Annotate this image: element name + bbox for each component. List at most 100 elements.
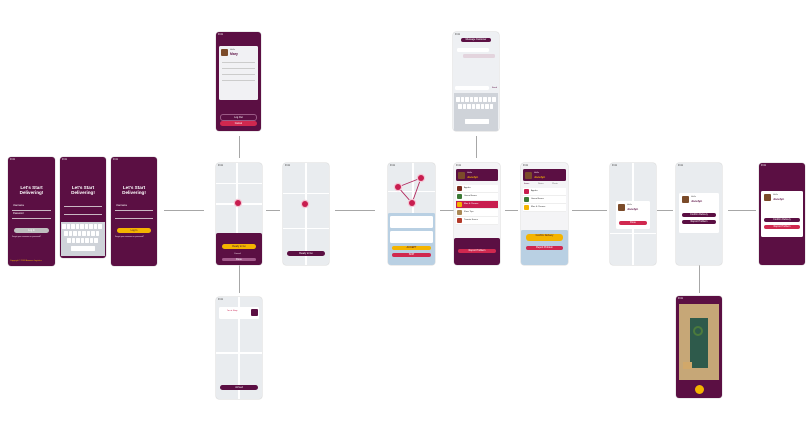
username-field[interactable] xyxy=(64,203,102,207)
list-item[interactable]: Tomato Sauce xyxy=(456,217,498,225)
password-field[interactable] xyxy=(115,215,153,219)
issue-button[interactable]: Report Problem xyxy=(764,225,800,229)
send-button[interactable]: Send xyxy=(491,87,497,89)
key[interactable] xyxy=(485,104,489,109)
key[interactable] xyxy=(480,104,485,109)
key[interactable] xyxy=(86,231,91,236)
key[interactable] xyxy=(82,231,86,236)
stop-card[interactable] xyxy=(390,231,433,243)
key[interactable] xyxy=(75,224,80,229)
key[interactable] xyxy=(73,231,77,236)
list-item[interactable]: Flour Tips xyxy=(456,209,498,217)
username-field[interactable] xyxy=(12,207,51,211)
location-pin-icon[interactable] xyxy=(409,200,415,206)
keyboard[interactable] xyxy=(454,93,498,131)
location-pin-icon[interactable] xyxy=(418,175,424,181)
product-name: Mac & Cheese xyxy=(531,205,546,208)
tab-notes[interactable]: Notes xyxy=(538,183,544,185)
forgot-link[interactable]: Forgot your username or password? xyxy=(12,236,41,238)
key[interactable] xyxy=(462,104,467,109)
key[interactable] xyxy=(93,224,98,229)
key[interactable] xyxy=(91,231,95,236)
cancel-button[interactable]: Cancel xyxy=(220,121,257,126)
key[interactable] xyxy=(80,238,85,243)
key[interactable] xyxy=(94,238,98,243)
location-pin-icon[interactable] xyxy=(235,200,241,206)
location-pin-icon[interactable] xyxy=(302,201,308,207)
password-label: Password xyxy=(13,212,24,215)
key[interactable] xyxy=(456,97,460,102)
login-screen: 9:41 Let's Start Delivering! Username Pa… xyxy=(8,157,55,266)
keyboard[interactable] xyxy=(61,222,105,256)
issue-button[interactable]: Report Problem xyxy=(458,249,496,253)
key[interactable] xyxy=(95,231,100,236)
done-button[interactable]: Done xyxy=(222,258,256,261)
key[interactable] xyxy=(71,238,76,243)
start-route-button[interactable]: Ready to Go xyxy=(287,251,325,256)
ready-button[interactable]: Ready to Go xyxy=(222,244,256,249)
key[interactable] xyxy=(458,104,462,109)
confirm-button[interactable]: Confirm Delivery xyxy=(526,234,563,241)
login-button[interactable]: Log In xyxy=(117,228,151,233)
key[interactable] xyxy=(467,104,471,109)
key[interactable] xyxy=(89,238,94,243)
key[interactable] xyxy=(67,238,71,243)
space-key[interactable] xyxy=(71,246,95,251)
key[interactable] xyxy=(471,104,476,109)
tab-photo[interactable]: Photo xyxy=(552,183,558,185)
key[interactable] xyxy=(474,97,478,102)
key[interactable] xyxy=(460,97,465,102)
key[interactable] xyxy=(98,224,102,229)
password-field[interactable] xyxy=(64,211,102,215)
key[interactable] xyxy=(89,224,93,229)
message-input[interactable] xyxy=(455,86,489,90)
confirm-button[interactable]: Confirm Delivery xyxy=(682,213,716,217)
key[interactable] xyxy=(77,231,82,236)
login-button[interactable]: Log In xyxy=(14,228,49,233)
key[interactable] xyxy=(71,224,75,229)
key[interactable] xyxy=(489,104,494,109)
key[interactable] xyxy=(76,238,80,243)
stop-card[interactable] xyxy=(390,216,433,228)
accept-button[interactable]: ACCEPT xyxy=(392,246,431,250)
list-item[interactable]: Green Beans xyxy=(456,193,498,201)
logout-button[interactable]: Log Out xyxy=(220,114,257,121)
skip-button[interactable]: SKIP xyxy=(392,253,431,257)
list-item[interactable]: Mac & Cheese xyxy=(523,204,566,212)
location-pin-icon[interactable] xyxy=(395,184,401,190)
cancel-label[interactable]: Cancel xyxy=(234,253,241,255)
forgot-link[interactable]: Forgot your username or password? xyxy=(115,236,144,238)
arrive-button[interactable]: Arrived xyxy=(220,385,258,390)
key[interactable] xyxy=(478,97,483,102)
key[interactable] xyxy=(84,224,89,229)
list-item[interactable]: Apples xyxy=(456,185,498,193)
list-item[interactable]: Green Beans xyxy=(523,196,566,204)
key[interactable] xyxy=(62,224,66,229)
key[interactable] xyxy=(492,97,496,102)
username-field[interactable] xyxy=(115,207,153,211)
key[interactable] xyxy=(85,238,89,243)
key[interactable] xyxy=(476,104,480,109)
status-bar: 9:41 xyxy=(113,158,118,161)
key[interactable] xyxy=(66,224,71,229)
password-field[interactable] xyxy=(12,215,51,219)
list-item[interactable]: Mac & Cheese xyxy=(456,201,498,209)
username-label: Username xyxy=(13,204,25,207)
nav-icon[interactable] xyxy=(251,309,258,316)
key[interactable] xyxy=(469,97,474,102)
key[interactable] xyxy=(465,97,469,102)
key[interactable] xyxy=(487,97,492,102)
space-key[interactable] xyxy=(465,119,489,124)
done-button[interactable]: Done xyxy=(619,221,647,225)
key[interactable] xyxy=(80,224,84,229)
shutter-button[interactable] xyxy=(694,385,704,394)
issue-button[interactable]: Report Problem xyxy=(526,246,563,250)
issue-button[interactable]: Report Problem xyxy=(682,220,716,224)
list-item[interactable]: Apples xyxy=(523,188,566,196)
confirm-button[interactable]: Confirm Delivery xyxy=(764,218,800,222)
key[interactable] xyxy=(483,97,487,102)
key[interactable] xyxy=(64,231,68,236)
bottom-sheet: Ready to Go Cancel Done xyxy=(216,233,262,265)
tab-items[interactable]: Items xyxy=(524,183,530,185)
key[interactable] xyxy=(68,231,73,236)
